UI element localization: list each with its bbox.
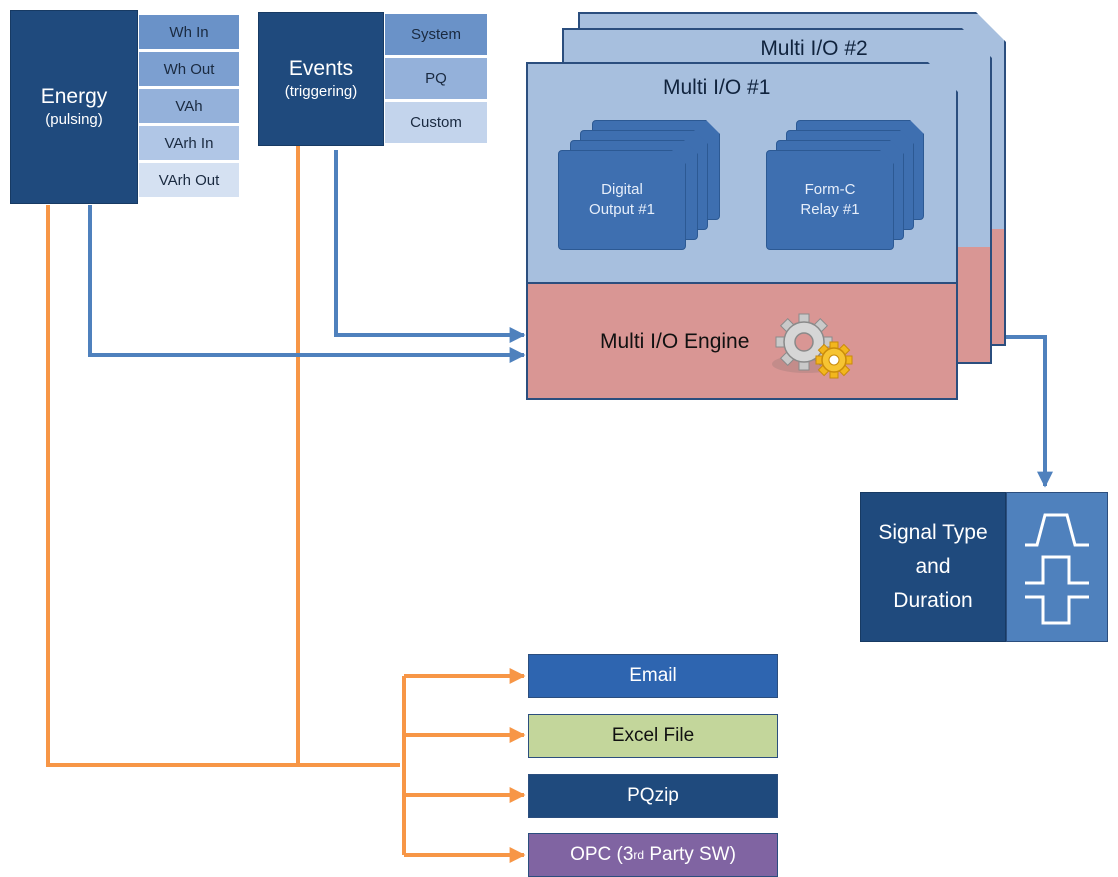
events-block: Events (triggering) xyxy=(258,12,384,146)
opc-superscript: rd xyxy=(633,848,645,862)
energy-to-outputs-line xyxy=(46,205,400,767)
signal-line-1: Signal Type xyxy=(878,521,988,544)
energy-title: Energy xyxy=(40,85,108,108)
digital-output-card: Digital Output #1 xyxy=(558,150,686,250)
output-email: Email xyxy=(528,654,778,698)
multi-io-2-title: Multi I/O #2 xyxy=(760,37,868,60)
signal-line-2: and xyxy=(915,555,951,578)
signal-line-3: Duration xyxy=(893,589,973,612)
energy-item-wh-in: Wh In xyxy=(138,14,240,50)
energy-to-engine-line xyxy=(88,205,526,363)
multi-io-engine: Multi I/O Engine xyxy=(528,282,956,398)
events-to-engine-line xyxy=(334,150,526,343)
multi-io-1-title: Multi I/O #1 xyxy=(663,76,771,99)
energy-item-wh-out: Wh Out xyxy=(138,51,240,87)
events-title: Events xyxy=(288,57,354,80)
events-subtitle: (triggering) xyxy=(284,83,358,100)
energy-list: Wh In Wh Out VAh VArh In VArh Out xyxy=(138,14,242,200)
energy-subtitle: (pulsing) xyxy=(45,111,103,128)
relay-line-2: Relay #1 xyxy=(800,201,860,218)
engine-label: Multi I/O Engine xyxy=(600,330,750,353)
opc-suffix: Party SW) xyxy=(644,844,736,865)
events-list: System PQ Custom xyxy=(384,13,488,145)
output-excel-file: Excel File xyxy=(528,714,778,758)
events-item-pq: PQ xyxy=(384,57,488,100)
digital-output-line-2: Output #1 xyxy=(589,201,655,218)
multi-io-panel-1: Multi I/O #1 Digital Output #1 Form-C Re… xyxy=(526,62,958,400)
pulse-waveforms-icon xyxy=(1025,513,1089,625)
signal-block: Signal Type and Duration xyxy=(860,492,1006,642)
relay-card: Form-C Relay #1 xyxy=(766,150,894,250)
opc-prefix: OPC (3 xyxy=(570,844,634,865)
digital-output-line-1: Digital xyxy=(601,181,643,198)
energy-item-varh-out: VArh Out xyxy=(138,162,240,198)
energy-item-vah: VAh xyxy=(138,88,240,124)
events-item-custom: Custom xyxy=(384,101,488,144)
gears-icon xyxy=(768,306,864,386)
events-item-system: System xyxy=(384,13,488,56)
output-pqzip: PQzip xyxy=(528,774,778,818)
signal-waveforms xyxy=(1006,492,1108,642)
energy-block: Energy (pulsing) xyxy=(10,10,138,204)
relay-line-1: Form-C xyxy=(804,181,856,198)
energy-item-varh-in: VArh In xyxy=(138,125,240,161)
